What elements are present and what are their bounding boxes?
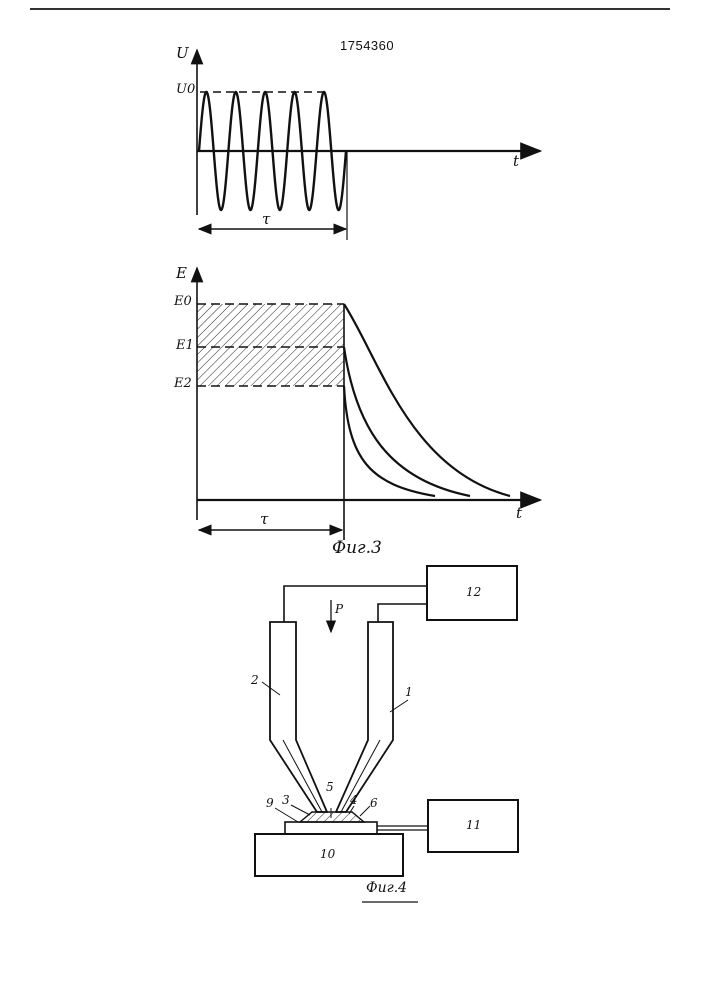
label-11: 11 <box>466 818 481 832</box>
fig4-caption: Фиг.4 <box>366 880 407 896</box>
label-5: 5 <box>326 780 334 794</box>
e-axis-label: E <box>176 264 187 282</box>
label-10: 10 <box>320 847 335 861</box>
label-12: 12 <box>466 585 481 599</box>
fig3-top-graph <box>197 50 540 240</box>
tool-1 <box>336 622 393 812</box>
label-9: 9 <box>266 796 274 810</box>
decay-curve-e1 <box>344 347 470 496</box>
label-4: 4 <box>350 793 358 807</box>
e0-label: E0 <box>174 294 192 309</box>
tau-label-bottom: τ <box>260 510 268 528</box>
force-label: P <box>335 602 343 616</box>
fig4-apparatus <box>255 566 518 902</box>
t-label-bottom: t <box>516 504 522 522</box>
chip-3-4 <box>300 812 364 822</box>
e1-label: E1 <box>176 338 194 353</box>
label-1: 1 <box>405 685 413 699</box>
label-3: 3 <box>282 793 290 807</box>
u0-label: U0 <box>176 82 195 97</box>
e2-label: E2 <box>174 376 192 391</box>
wire-right-tool <box>378 604 427 622</box>
substrate-9 <box>285 822 377 834</box>
tau-label-top: τ <box>262 210 270 228</box>
u-axis-label: U <box>176 44 189 62</box>
label-6: 6 <box>370 796 378 810</box>
fig3-caption: Фиг.3 <box>332 538 382 558</box>
t-label-top: t <box>513 152 519 170</box>
label-2: 2 <box>251 673 259 687</box>
fig3-bottom-graph <box>197 268 540 540</box>
hatched-region <box>197 304 344 386</box>
tool-2 <box>270 622 327 812</box>
